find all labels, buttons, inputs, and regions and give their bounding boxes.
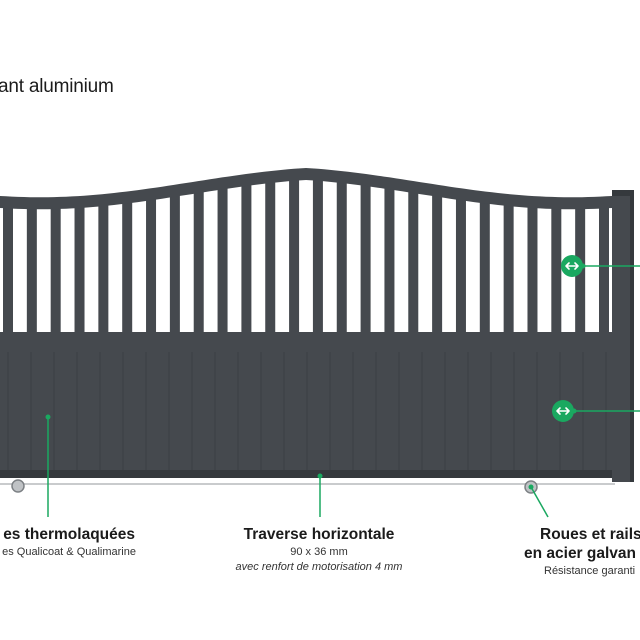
bottom-rail <box>0 470 615 478</box>
gate-picket <box>599 200 609 336</box>
gate-post <box>612 190 634 482</box>
gate-picket <box>384 181 395 336</box>
leader-line-wheels <box>530 486 549 518</box>
callout-finish-title: es thermolaquées <box>3 526 135 543</box>
gate-picket <box>312 172 323 336</box>
sliding-gate <box>0 168 634 494</box>
gate-picket <box>74 199 85 336</box>
middle-rail <box>0 332 615 352</box>
callout-wheels-sub: Résistance garanti <box>544 565 636 577</box>
arrows-marker-top <box>561 255 583 277</box>
post-edge <box>630 196 634 482</box>
gate-picket <box>503 198 514 336</box>
callout-finish-sub: es Qualicoat & Qualimarine <box>2 546 136 558</box>
gate-picket <box>265 175 276 336</box>
gate-picket <box>146 192 157 336</box>
double-arrow-icon <box>556 407 570 415</box>
gate-wheel <box>11 479 25 493</box>
leader-dot <box>571 408 577 414</box>
gate-picket <box>360 177 371 336</box>
gate-picket <box>169 188 180 336</box>
top-rail <box>0 168 612 210</box>
gate-picket <box>26 201 37 336</box>
post-cap <box>612 190 634 196</box>
callout-rail-title: Traverse horizontale <box>243 526 395 543</box>
gate-picket <box>289 172 300 336</box>
arrows-marker-bottom <box>552 400 574 422</box>
callout-wheels-title: Roues et rails <box>540 526 640 543</box>
callout-wheels-title2: en acier galvan <box>524 545 637 562</box>
gate-picket <box>50 201 61 336</box>
gate-picket <box>3 200 13 336</box>
callout-rail-note: avec renfort de motorisation 4 mm <box>235 561 403 573</box>
gate-picket <box>455 192 466 336</box>
gate-picket <box>217 181 228 336</box>
gate-picket <box>98 198 109 336</box>
double-arrow-icon <box>565 262 579 270</box>
gate-picket <box>122 195 133 336</box>
page-title: ant aluminium <box>0 76 114 97</box>
gate-picket <box>408 185 419 336</box>
gate-picket <box>336 175 347 336</box>
gate-picket <box>527 199 538 336</box>
gate-picket <box>432 188 443 336</box>
callout-rail-size: 90 x 36 mm <box>290 546 348 558</box>
gate-picket <box>551 201 562 336</box>
annotations <box>45 255 640 518</box>
ground-rail <box>0 483 615 485</box>
gate-picket <box>479 195 490 336</box>
gate-picket <box>241 177 252 336</box>
gate-picket <box>193 185 204 336</box>
leader-dot <box>580 263 586 269</box>
